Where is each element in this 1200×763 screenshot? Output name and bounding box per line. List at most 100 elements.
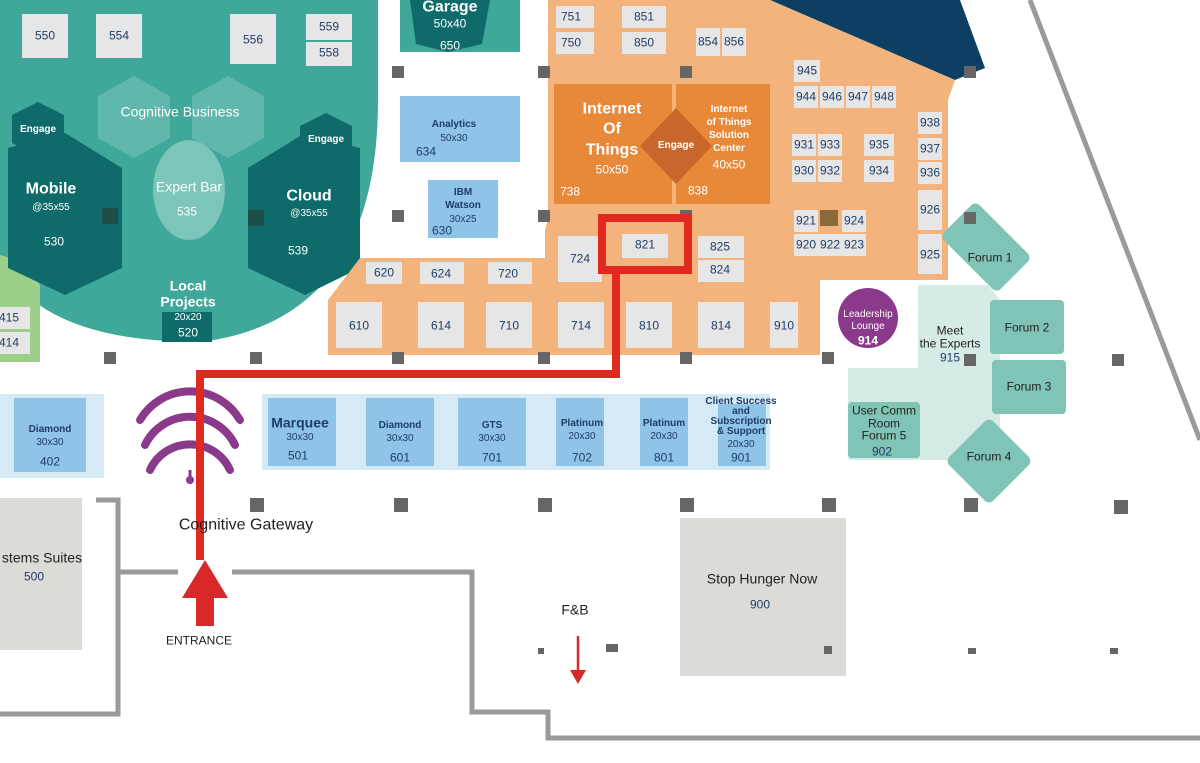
booth-724[interactable]: 724 [569,251,591,266]
client-success-line1[interactable]: Client Success [705,395,777,407]
user-comm-line1[interactable]: User Comm [851,403,917,418]
gateway-waves-icon [136,387,244,474]
booth-935[interactable]: 935 [868,137,890,152]
booth-824[interactable]: 824 [709,262,731,277]
route-path [196,214,692,560]
booth-926[interactable]: 926 [919,202,941,217]
forum-2-label[interactable]: Forum 2 [1004,320,1050,335]
cognitive-business-label[interactable]: Cognitive Business [120,103,240,120]
engage-left-label[interactable]: Engage [19,123,57,135]
booth-921[interactable]: 921 [795,213,817,228]
client-success-line2[interactable]: and [732,405,750,417]
booth-945[interactable]: 945 [796,63,818,78]
cognitive-gateway-label[interactable]: Cognitive Gateway [178,516,314,534]
user-comm-line3[interactable]: Forum 5 [861,428,907,443]
booth-554[interactable]: 554 [108,28,130,43]
user-comm-line2[interactable]: Room [867,416,901,431]
booth-910[interactable]: 910 [773,318,795,333]
leadership-line2[interactable]: Lounge [851,320,885,332]
platinum-702-label[interactable]: Platinum [560,417,604,429]
booth-937[interactable]: 937 [919,141,941,156]
iot-center-line1[interactable]: Internet [710,103,748,115]
iot-line2[interactable]: Of [603,120,621,138]
diamond-left-label[interactable]: Diamond [28,423,72,435]
booth-710[interactable]: 710 [498,318,520,333]
iot-line1[interactable]: Internet [582,100,642,118]
booth-550[interactable]: 550 [34,28,56,43]
forum-1-label[interactable]: Forum 1 [967,250,1013,265]
booth-624[interactable]: 624 [430,266,452,281]
booth-720[interactable]: 720 [497,266,519,281]
booth-614[interactable]: 614 [430,318,452,333]
booth-933[interactable]: 933 [819,137,841,152]
marquee-label[interactable]: Marquee [271,414,329,431]
booth-944[interactable]: 944 [795,89,817,104]
platinum-801-label[interactable]: Platinum [642,417,686,429]
forum-3-label[interactable]: Forum 3 [1006,379,1052,394]
diamond-left-number: 402 [39,454,61,469]
stop-hunger-label[interactable]: Stop Hunger Now [706,570,818,587]
booth-854[interactable]: 854 [697,34,719,49]
iot-center-line2[interactable]: of Things [706,116,752,128]
fb-label[interactable]: F&B [561,601,589,618]
booth-932[interactable]: 932 [819,163,841,178]
booth-559[interactable]: 559 [318,19,340,34]
booth-714[interactable]: 714 [570,318,592,333]
cloud-label[interactable]: Cloud [286,187,332,205]
booth-558[interactable]: 558 [318,45,340,60]
booth-946[interactable]: 946 [821,89,843,104]
iot-center-line3[interactable]: Solution [709,129,749,141]
booth-556[interactable]: 556 [242,32,264,47]
meet-experts-line2[interactable]: the Experts [919,336,981,351]
systems-suites-label[interactable]: stems Suites [1,549,83,566]
diamond-label[interactable]: Diamond [378,419,422,431]
booth-934[interactable]: 934 [868,163,890,178]
booth-415[interactable]: 415 [0,310,20,325]
booth-821[interactable]: 821 [634,237,656,252]
garage-label[interactable]: Garage [422,0,478,16]
gts-label[interactable]: GTS [481,419,503,431]
booth-930[interactable]: 930 [793,163,815,178]
leadership-number: 914 [857,333,879,348]
booth-922[interactable]: 922 [819,237,841,252]
forum-4-label[interactable]: Forum 4 [966,449,1012,464]
booth-948[interactable]: 948 [873,89,895,104]
booth-936[interactable]: 936 [919,165,941,180]
booth-825[interactable]: 825 [709,239,731,254]
booth-924[interactable]: 924 [843,213,865,228]
mobile-label[interactable]: Mobile [25,180,77,198]
expert-bar-label[interactable]: Expert Bar [155,178,223,195]
booth-938[interactable]: 938 [919,115,941,130]
watson-line1[interactable]: IBM [453,186,473,198]
meet-experts-line1[interactable]: Meet [936,323,964,338]
booth-920[interactable]: 920 [795,237,817,252]
booth-856[interactable]: 856 [723,34,745,49]
iot-engage-label[interactable]: Engage [657,139,695,151]
booth-851[interactable]: 851 [633,9,655,24]
booth-947[interactable]: 947 [847,89,869,104]
watson-line2[interactable]: Watson [445,199,481,211]
local-projects-line2[interactable]: Projects [160,293,216,310]
local-projects-line1[interactable]: Local [169,277,207,294]
client-success-line4[interactable]: & Support [716,425,766,437]
booth-414[interactable]: 414 [0,335,20,350]
booth-620[interactable]: 620 [373,265,395,280]
booth-925[interactable]: 925 [919,247,941,262]
systems-suites-number: 500 [23,569,45,584]
iot-center-line4[interactable]: Center [713,142,745,154]
platinum-702-size: 20x30 [568,430,596,442]
diamond-left-size: 30x30 [36,436,64,448]
booth-610[interactable]: 610 [348,318,370,333]
booth-810[interactable]: 810 [638,318,660,333]
booth-750[interactable]: 750 [560,35,582,50]
booth-923[interactable]: 923 [843,237,865,252]
booth-850[interactable]: 850 [633,35,655,50]
leadership-line1[interactable]: Leadership [843,308,893,320]
iot-line3[interactable]: Things [585,141,639,159]
booth-751[interactable]: 751 [560,9,582,24]
client-success-line3[interactable]: Subscription [710,415,772,427]
booth-931[interactable]: 931 [793,137,815,152]
analytics-label[interactable]: Analytics [431,118,477,130]
engage-right-label[interactable]: Engage [307,133,345,145]
booth-814[interactable]: 814 [710,318,732,333]
